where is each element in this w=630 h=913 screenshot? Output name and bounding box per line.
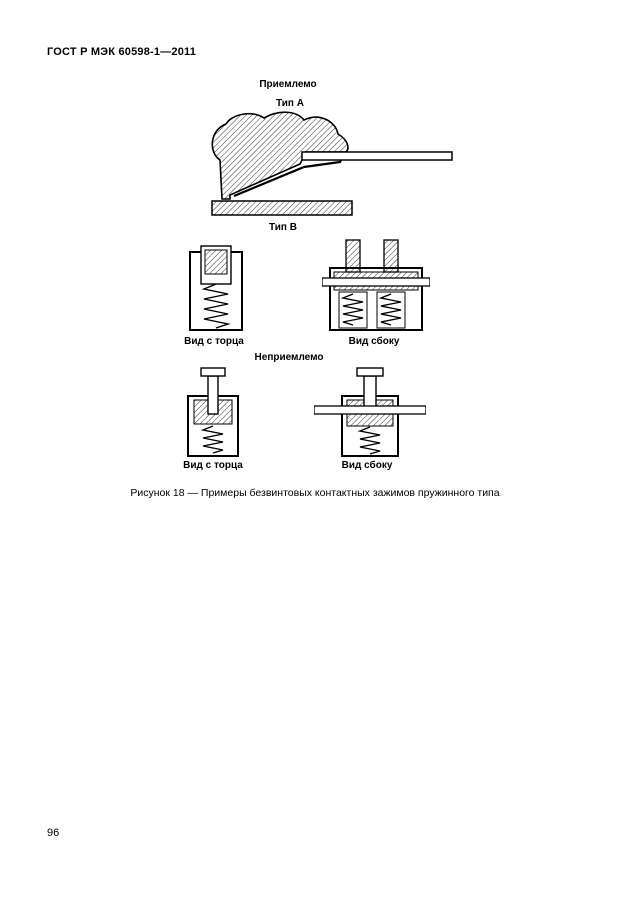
type-b-side-view-drawing — [322, 238, 430, 334]
page-number: 96 — [47, 827, 60, 839]
acceptable-label: Приемлемо — [259, 79, 317, 90]
type-a-label: Тип А — [276, 98, 304, 109]
conductor-shape — [322, 277, 430, 287]
document-header: ГОСТ Р МЭК 60598-1—2011 — [47, 46, 197, 58]
pin-stem-shape — [363, 375, 377, 411]
unacceptable-side-view-label: Вид сбоку — [341, 460, 393, 471]
pin-left-shape — [345, 239, 361, 273]
conductor-shape — [301, 151, 453, 161]
spring-shape — [200, 425, 224, 454]
pin-cap-shape — [200, 367, 226, 377]
pin-cap-shape — [356, 367, 384, 377]
pin-right-shape — [383, 239, 399, 273]
base-plate-shape — [211, 200, 353, 216]
unacceptable-end-view-label: Вид с торца — [183, 460, 243, 471]
type-b-end-view-drawing — [188, 244, 244, 334]
type-b-label: Тип В — [269, 222, 297, 233]
spring-shape — [357, 426, 381, 455]
spring-right-shape — [378, 293, 402, 326]
housing-shape — [329, 267, 423, 331]
pin-stem-shape — [207, 375, 219, 415]
spring-chamber-left-shape — [338, 291, 368, 329]
type-a-drawing — [200, 110, 460, 222]
spring-chamber-right-shape — [376, 291, 406, 329]
busbar-shape — [204, 249, 228, 275]
acceptable-side-view-label: Вид сбоку — [348, 336, 400, 347]
spring-shape — [201, 283, 231, 329]
acceptable-end-view-label: Вид с торца — [184, 336, 244, 347]
unacceptable-end-view-drawing — [184, 366, 242, 458]
unacceptable-side-view-drawing — [314, 366, 426, 458]
conductor-shape — [314, 405, 426, 415]
spring-left-shape — [340, 293, 364, 326]
terminal-body-shape — [211, 111, 349, 200]
unacceptable-label: Неприемлемо — [254, 352, 324, 363]
figure-caption: Рисунок 18 — Примеры безвинтовых контакт… — [130, 487, 500, 499]
